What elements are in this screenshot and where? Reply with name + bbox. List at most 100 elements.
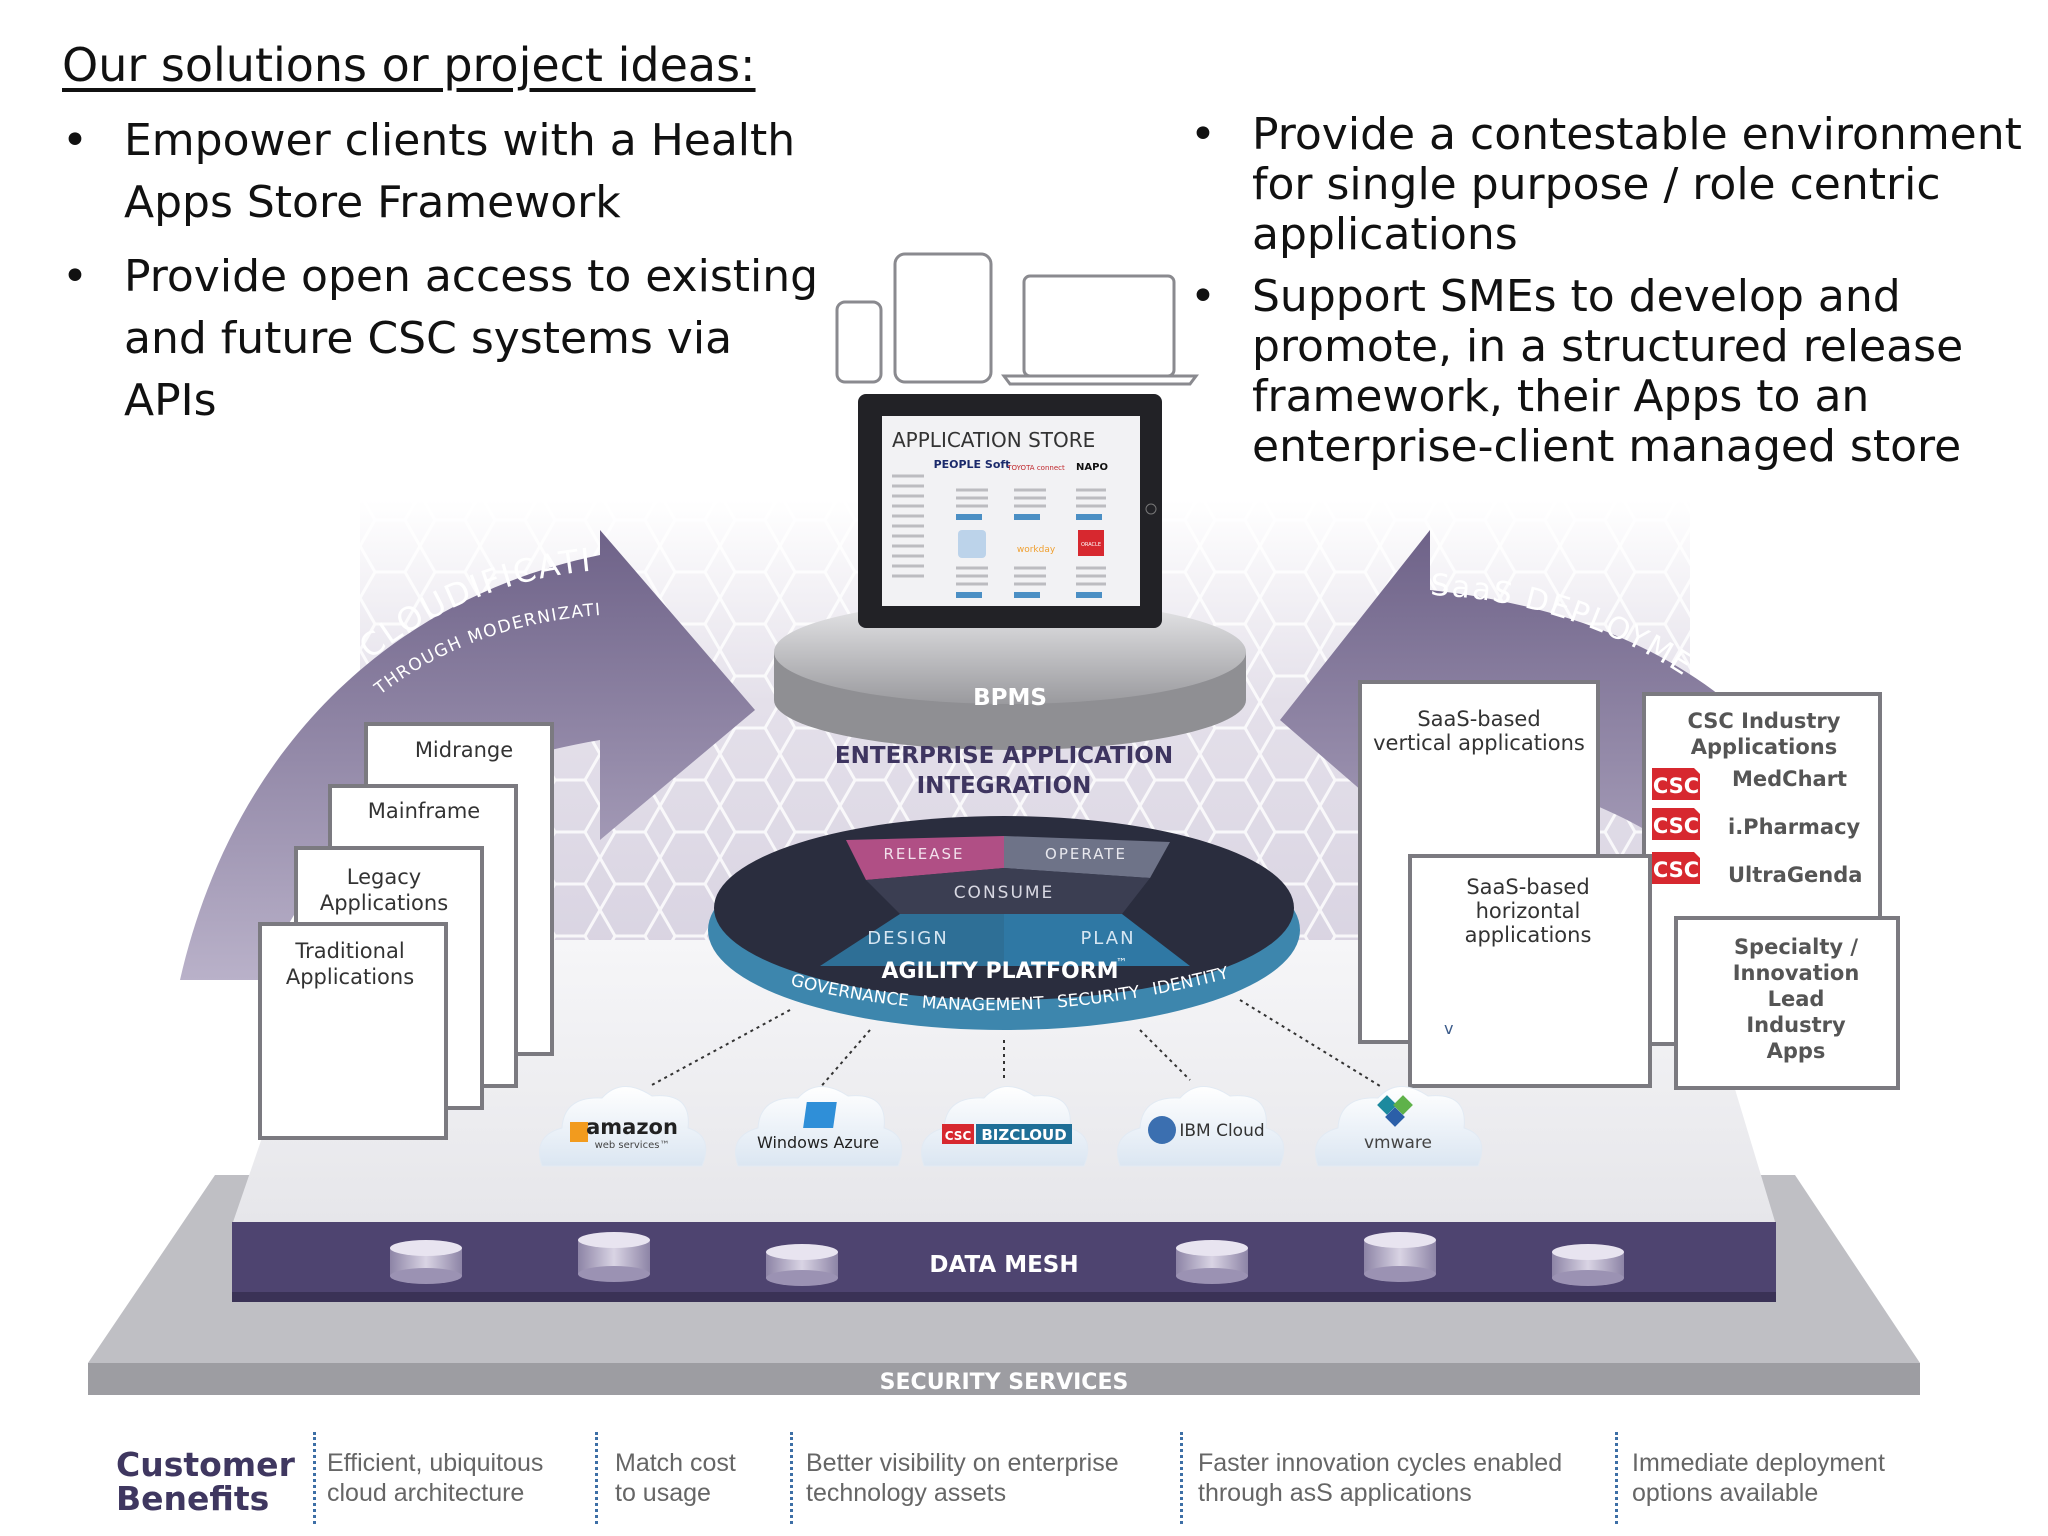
svg-text:DESIGN: DESIGN xyxy=(867,928,948,949)
csc-app-medchart: CSC MedChart xyxy=(1652,767,1847,800)
right-bullet-list: Provide a contestable environment for si… xyxy=(1190,110,2040,484)
svg-text:Applications: Applications xyxy=(286,965,414,989)
cloud-bizcloud: CSC BIZCLOUD xyxy=(921,1086,1089,1167)
svg-text:CSC Industry: CSC Industry xyxy=(1688,709,1841,733)
svg-text:UltraGenda: UltraGenda xyxy=(1728,863,1862,887)
card-traditional-applications: Traditional Applications xyxy=(258,922,448,1140)
cloud-amazon: amazon web services™ xyxy=(539,1086,707,1167)
svg-text:Applications: Applications xyxy=(320,891,448,915)
aws-icon xyxy=(570,1122,588,1142)
eai-label-line1: ENTERPRISE APPLICATION xyxy=(835,743,1173,769)
device-icons xyxy=(835,252,1199,386)
cloud-ibm: IBM Cloud xyxy=(1117,1086,1285,1167)
svg-text:web services™: web services™ xyxy=(595,1140,670,1151)
svg-text:CSC: CSC xyxy=(1653,858,1699,882)
svg-text:Traditional: Traditional xyxy=(294,939,404,963)
svg-text:Specialty /: Specialty / xyxy=(1734,935,1858,959)
svg-text:™: ™ xyxy=(1116,956,1127,969)
database-cylinders xyxy=(390,1232,1624,1286)
tablet-icon xyxy=(893,252,993,384)
svg-text:RELEASE: RELEASE xyxy=(884,845,965,863)
svg-text:amazon: amazon xyxy=(586,1115,678,1139)
eai-label-line2: INTEGRATION xyxy=(917,773,1092,799)
benefit-separator xyxy=(313,1432,316,1524)
oracle-logo-box xyxy=(1078,530,1104,556)
application-store-tablet: APPLICATION STORE PEOPLE Soft TOYOTA con… xyxy=(858,394,1162,628)
cloud-vmware: vmware xyxy=(1315,1086,1483,1167)
benefit-separator xyxy=(595,1432,598,1524)
svg-text:Innovation: Innovation xyxy=(1733,961,1860,985)
svg-text:CSC: CSC xyxy=(945,1129,972,1143)
svg-text:Legacy: Legacy xyxy=(347,865,421,889)
svg-text:vmware: vmware xyxy=(1364,1133,1432,1153)
cloudification-label: CLOUDIFICATION xyxy=(0,0,594,666)
bpms-label: BPMS xyxy=(973,685,1047,711)
svg-text:CSC: CSC xyxy=(1653,774,1699,798)
svg-text:SaaS-based: SaaS-based xyxy=(1466,875,1589,899)
app-store-title: APPLICATION STORE xyxy=(892,428,1095,452)
benefit-separator xyxy=(1615,1432,1618,1524)
segment-release xyxy=(846,836,1004,880)
cloud-windows-azure: Windows Azure xyxy=(735,1086,903,1167)
segment-operate xyxy=(1004,836,1170,878)
svg-text:OPERATE: OPERATE xyxy=(1045,845,1127,863)
svg-text:Industry: Industry xyxy=(1746,1013,1846,1037)
windows-icon xyxy=(803,1102,837,1128)
customer-benefits-title: Customer Benefits xyxy=(116,1445,295,1518)
svg-text:Windows Azure: Windows Azure xyxy=(757,1133,879,1152)
segment-design xyxy=(820,914,1004,966)
svg-text:MedChart: MedChart xyxy=(1732,767,1847,791)
security-services-label: SECURITY SERVICES xyxy=(880,1370,1129,1395)
svg-text:Lead: Lead xyxy=(1768,987,1825,1011)
oracle-logo: ORACLE xyxy=(1081,542,1101,548)
card-specialty-apps: Specialty / Innovation Lead Industry App… xyxy=(1674,916,1900,1090)
svg-text:horizontal: horizontal xyxy=(1476,899,1581,923)
segment-plan xyxy=(1004,914,1190,966)
left-bullet-list: Empower clients with a Health Apps Store… xyxy=(62,110,822,444)
svg-text:applications: applications xyxy=(1465,923,1592,947)
svg-text:vertical applications: vertical applications xyxy=(1373,731,1585,755)
bullet-item: Provide open access to existing and futu… xyxy=(62,246,822,432)
svg-text:Apps: Apps xyxy=(1767,1039,1826,1063)
svg-text:BIZCLOUD: BIZCLOUD xyxy=(981,1126,1066,1144)
napo-logo: NAPO xyxy=(1076,462,1108,473)
svg-text:i.Pharmacy: i.Pharmacy xyxy=(1728,815,1861,839)
toyota-logo: TOYOTA connect xyxy=(1006,464,1065,472)
agility-platform-label: AGILITY PLATFORM xyxy=(881,959,1118,984)
phone-icon xyxy=(835,300,883,384)
data-mesh-label: DATA MESH xyxy=(929,1252,1078,1278)
bullet-item: Support SMEs to develop and promote, in … xyxy=(1190,272,2040,472)
architecture-diagram: CLOUDIFICATION THROUGH MODERNIZATION Saa… xyxy=(0,0,1920,1395)
svg-text:PLAN: PLAN xyxy=(1080,928,1135,949)
laptop-icon xyxy=(1022,274,1176,378)
benefit-separator xyxy=(790,1432,793,1524)
left-legacy-cards: Midrange Mainframe Legacy Applications T… xyxy=(258,722,554,1140)
data-mesh-bar xyxy=(232,1222,1776,1298)
card-saas-horizontal: SaaS-based horizontal applications v xyxy=(1408,854,1652,1088)
cloud-providers: amazon web services™ Windows Azure CSC B… xyxy=(539,1086,1483,1167)
svg-text:v: v xyxy=(1444,1019,1453,1038)
svg-text:CSC: CSC xyxy=(1653,814,1699,838)
peoplesoft-logo: PEOPLE Soft xyxy=(934,458,1011,471)
right-saas-cards: SaaS-based vertical applications CSC Ind… xyxy=(1358,680,1900,1090)
svg-text:Applications: Applications xyxy=(1691,735,1837,759)
svg-text:Midrange: Midrange xyxy=(415,738,513,762)
workday-logo: workday xyxy=(1017,545,1056,555)
svg-text:Mainframe: Mainframe xyxy=(368,799,480,823)
benefit-separator xyxy=(1180,1432,1183,1524)
svg-text:SaaS-based: SaaS-based xyxy=(1417,707,1540,731)
page-heading: Our solutions or project ideas: xyxy=(62,38,756,92)
bullet-item: Provide a contestable environment for si… xyxy=(1190,110,2040,260)
csc-app-ultragenda: CSC UltraGenda xyxy=(1652,852,1862,887)
ibm-cloud-icon xyxy=(1148,1116,1176,1144)
bullet-item: Empower clients with a Health Apps Store… xyxy=(62,110,822,234)
vmware-icon xyxy=(1377,1095,1413,1127)
svg-text:CONSUME: CONSUME xyxy=(954,883,1055,903)
segment-consume xyxy=(866,868,1150,914)
svg-text:IBM Cloud: IBM Cloud xyxy=(1179,1121,1264,1141)
